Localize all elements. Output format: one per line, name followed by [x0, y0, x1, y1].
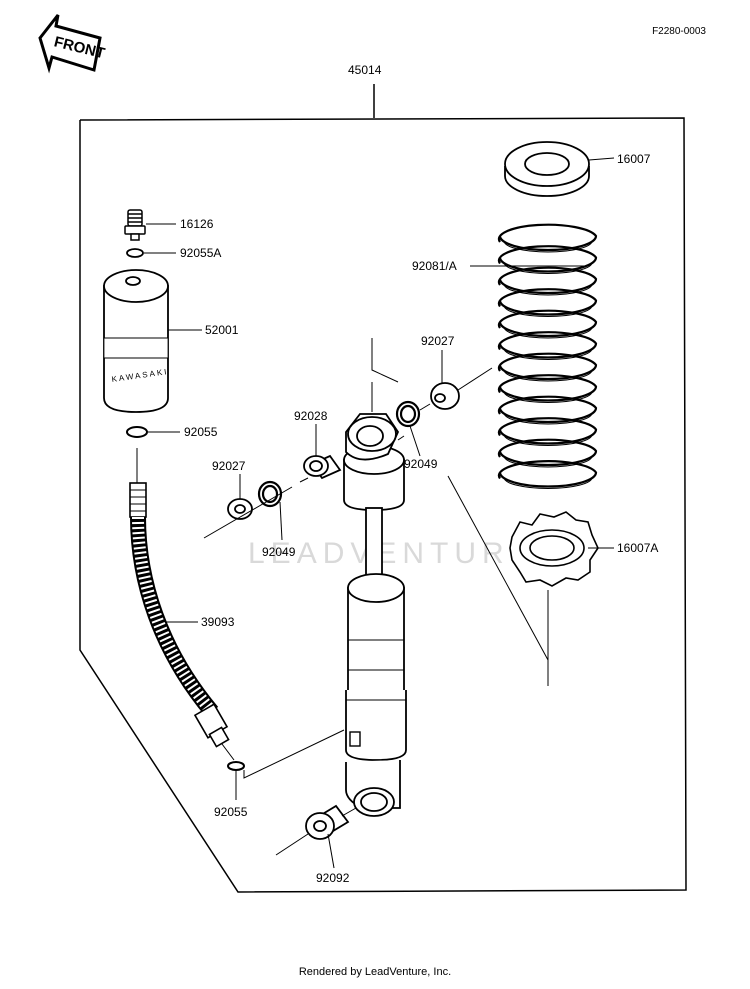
part-labels: 45014 16007 16126 92055A 92081/A 52001 9…	[180, 63, 658, 885]
label-92049-right: 92049	[404, 457, 438, 471]
washer-92027-right	[430, 382, 460, 410]
reservoir-52001: KAWASAKI	[103, 269, 169, 413]
label-92027-left: 92027	[212, 459, 246, 473]
label-16007A: 16007A	[617, 541, 658, 555]
spring-coil-inner	[503, 434, 593, 446]
spring-coil-inner	[503, 369, 593, 382]
washer-92049-left	[257, 480, 283, 508]
label-92055-upper: 92055	[184, 425, 218, 439]
spring-seat-16007	[504, 141, 590, 197]
front-arrow-icon: FRONT	[38, 14, 107, 74]
spring-coil-inner	[503, 262, 593, 274]
label-16126: 16126	[180, 217, 214, 231]
axis-lines	[203, 338, 549, 856]
o-ring-92055A	[126, 248, 144, 258]
spring-retainer-16007A	[509, 511, 599, 587]
spring-coil	[497, 460, 598, 488]
bushing-92028	[303, 454, 342, 480]
spring-coil-inner	[503, 477, 593, 489]
o-ring-92055-upper	[126, 426, 148, 438]
coil-spring-92081	[497, 223, 598, 489]
spring-coil-inner	[503, 305, 593, 317]
spring-coil-inner	[503, 326, 593, 339]
footer-credit: Rendered by LeadVenture, Inc.	[298, 966, 452, 978]
spring-coil-inner	[503, 455, 593, 468]
watermark: LEADVENTURE	[248, 537, 536, 570]
leader-lines	[144, 157, 615, 869]
label-92092: 92092	[316, 871, 350, 885]
hose-39093	[129, 448, 235, 761]
washer-92049-right	[395, 400, 421, 428]
o-ring-92055-lower	[227, 761, 245, 771]
label-92055A: 92055A	[180, 246, 221, 260]
label-52001: 52001	[205, 323, 239, 337]
label-16007: 16007	[617, 152, 651, 166]
label-92081A: 92081/A	[412, 259, 457, 273]
label-39093: 39093	[201, 615, 235, 629]
reference-code: F2280-0003	[652, 26, 706, 37]
washer-92027-left	[227, 498, 253, 520]
spring-coil-inner	[503, 348, 593, 360]
air-valve-16126	[124, 209, 146, 241]
label-45014: 45014	[348, 63, 382, 77]
upper-eye	[345, 413, 400, 461]
label-92028: 92028	[294, 409, 328, 423]
spring-coil-inner	[503, 391, 593, 403]
label-92055-lower: 92055	[214, 805, 248, 819]
spring-coil-inner	[503, 412, 593, 425]
assembly-frame	[79, 84, 687, 893]
spring-coil-inner	[503, 240, 593, 253]
bushing-92092	[305, 804, 350, 840]
label-92049-left: 92049	[262, 545, 296, 559]
label-92027-right: 92027	[421, 334, 455, 348]
shock-body-45014	[343, 445, 407, 817]
spring-coil-inner	[503, 283, 593, 296]
